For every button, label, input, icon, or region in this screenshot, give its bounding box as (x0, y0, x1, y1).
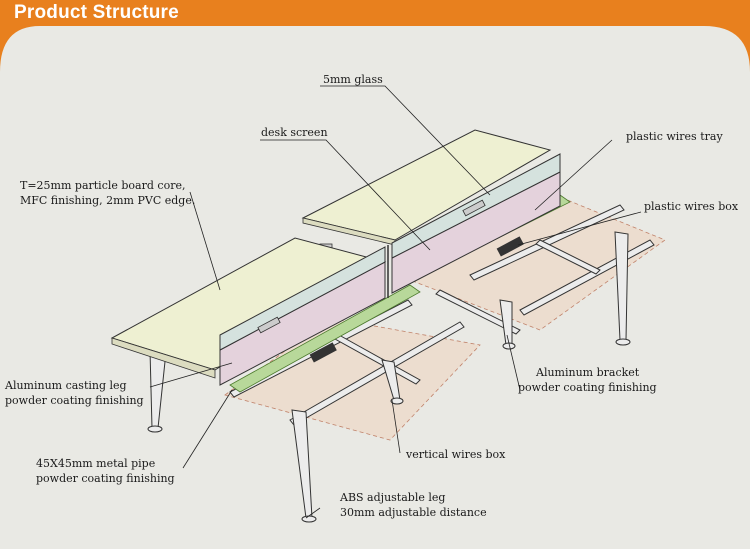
label-board-finishing: MFC finishing, 2mm PVC edge. (20, 194, 195, 207)
desk-top-front (110, 237, 387, 379)
label-plastic-wires-tray: plastic wires tray (626, 130, 723, 143)
legs (147, 231, 631, 523)
header-shape (0, 0, 750, 72)
label-vertical-wires-box: vertical wires box (405, 448, 506, 461)
header-band: Product Structure (0, 0, 750, 72)
label-aluminum-bracket: Aluminum bracket (535, 366, 640, 379)
label-board-core: T=25mm particle board core, (20, 179, 185, 192)
label-metal-pipe: 45X45mm metal pipe (36, 457, 155, 470)
leader-lines (149, 85, 642, 519)
label-desk-screen: desk screen (261, 126, 328, 139)
page-title: Product Structure (14, 2, 179, 23)
grommet-front (257, 316, 281, 334)
label-abs-leg: ABS adjustable leg (339, 491, 445, 504)
label-aluminum-casting-leg: Aluminum casting leg (4, 379, 127, 392)
label-pipe-finishing: powder coating finishing (36, 472, 175, 485)
label-5mm-glass: 5mm glass (323, 73, 383, 86)
frame-rails (229, 204, 655, 426)
grommet-back (462, 199, 486, 217)
label-bracket-finishing: powder coating finishing (518, 381, 657, 394)
wires-box-front (309, 342, 337, 363)
wires-box-back (496, 236, 524, 257)
label-plastic-wires-box: plastic wires box (644, 200, 739, 213)
label-leg-finishing: powder coating finishing (5, 394, 144, 407)
header-bar (0, 0, 750, 72)
label-adjustable-distance: 30mm adjustable distance (340, 506, 487, 519)
